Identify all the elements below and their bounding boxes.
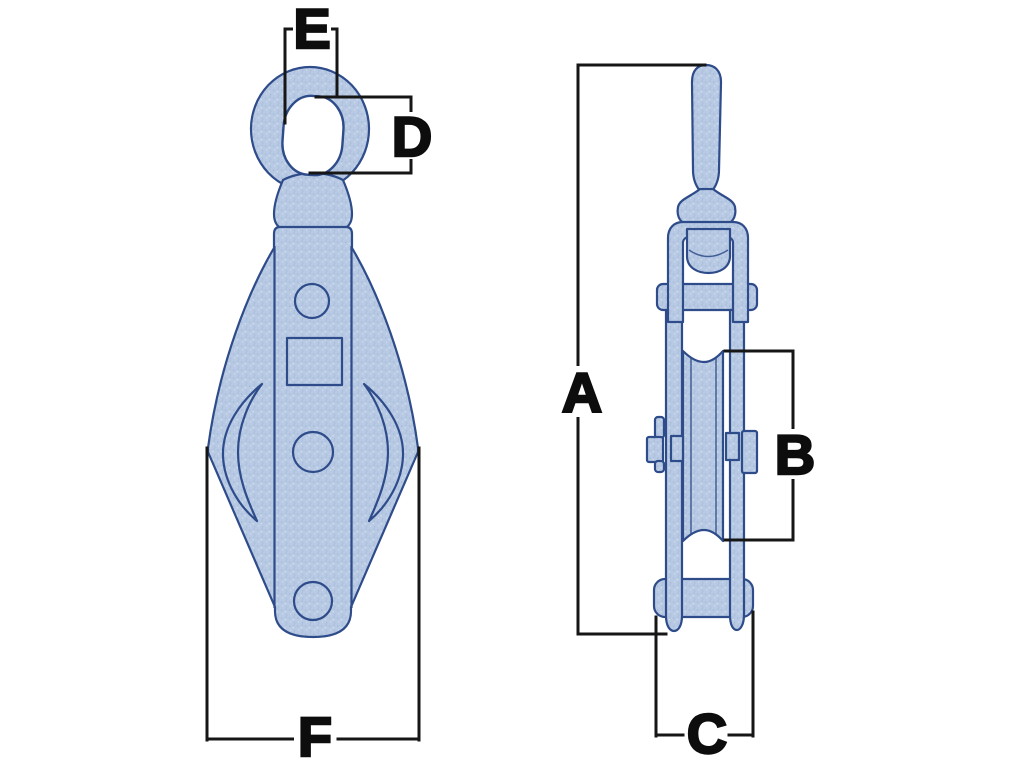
dim-label-B: B	[775, 423, 815, 486]
sheave	[681, 349, 725, 543]
crescent-cutout-left	[221, 382, 264, 523]
dim-F-line	[205, 446, 421, 742]
axle-spacer-left	[669, 434, 685, 463]
dim-C-line	[654, 610, 755, 738]
swivel-collar	[272, 172, 354, 231]
side-plate-left	[664, 308, 684, 633]
dim-label-F: F	[298, 705, 332, 768]
axle-pin-top	[653, 415, 666, 440]
front-view	[206, 65, 420, 639]
dim-label-D-bg	[392, 112, 432, 159]
axle-hole	[291, 430, 335, 474]
side-plate-right	[728, 308, 746, 632]
becket-hole	[292, 580, 334, 622]
dim-label-A: A	[562, 361, 602, 424]
dim-label-D: D	[392, 105, 432, 168]
swivel-collar-side	[676, 187, 737, 227]
dim-label-E-bg	[293, 7, 331, 51]
crescent-cutout-right	[362, 382, 405, 523]
yoke	[666, 220, 750, 324]
eye-hole	[281, 94, 345, 177]
upper-rivet-hole	[293, 282, 331, 320]
eye-side	[690, 63, 723, 193]
dimension-labels: E D F A B C	[292, 0, 817, 768]
yoke-pocket-link-curve	[688, 249, 729, 258]
yoke-pocket	[685, 227, 732, 275]
dim-label-F-bg	[294, 712, 336, 759]
square-hole	[285, 336, 344, 387]
dim-A-line	[576, 63, 707, 636]
dim-label-C-bg	[686, 710, 727, 757]
axle-nut-right	[740, 429, 759, 475]
axle-nut-left	[645, 435, 665, 464]
side-view	[645, 63, 759, 633]
dim-label-C: C	[687, 702, 727, 765]
dim-label-A-bg	[560, 366, 604, 417]
axle-spacer-right	[724, 431, 741, 462]
dim-label-B-bg	[772, 429, 817, 479]
dim-label-E: E	[293, 0, 330, 60]
axle-pin-bottom	[653, 459, 666, 474]
